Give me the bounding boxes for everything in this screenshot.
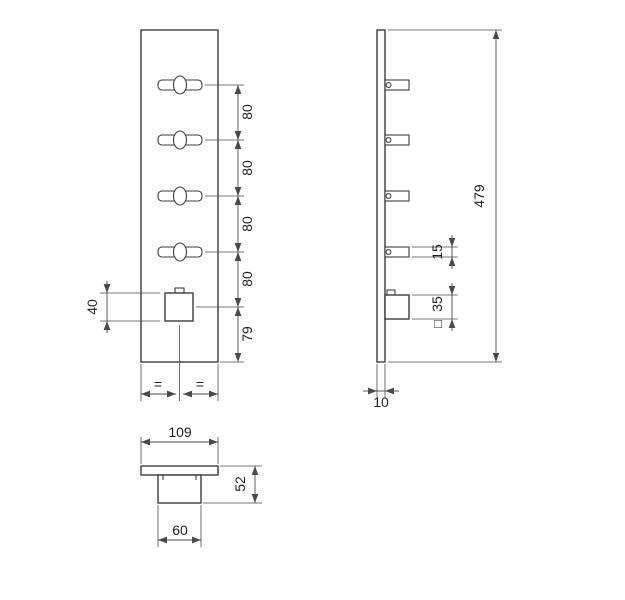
dim-label-spacing-1: 80: [239, 104, 255, 120]
bottom-view: 109 52 60: [140, 424, 262, 547]
bottom-knob: [157, 474, 202, 504]
dim-label-spacing-4: 80: [239, 271, 255, 287]
dim-label-plate-thickness: 10: [373, 394, 389, 410]
front-knob-3: [157, 186, 203, 206]
bottom-plate: [140, 465, 219, 476]
dim-label-button-height: 40: [84, 299, 100, 315]
front-knob-2: [157, 130, 203, 150]
square-profile-symbol: □: [430, 320, 445, 328]
dim-label-total-height: 479: [471, 184, 487, 208]
front-button: [164, 287, 194, 322]
dim-label-spacing-3: 80: [239, 216, 255, 232]
dim-label-knob-width: 60: [172, 522, 188, 538]
dim-plate-thickness: 10: [363, 364, 399, 410]
dim-label-spacing-2: 80: [239, 160, 255, 176]
side-knob-4: [384, 246, 410, 258]
dim-front-button-height: 40: [84, 281, 160, 333]
dim-label-plate-width: 109: [168, 424, 192, 440]
dim-label-bottom-spacing: 79: [239, 326, 255, 342]
dim-label-knob-depth: 52: [232, 476, 248, 492]
dim-knob-depth: 52: [203, 465, 262, 504]
dim-label-button-size: 35: [429, 296, 445, 312]
dim-label-equal-right: =: [196, 376, 204, 392]
front-view: 40 80 80 80 80 79: [84, 29, 255, 401]
dim-label-equal-left: =: [154, 376, 162, 392]
dim-equal-spacing: = =: [140, 325, 219, 401]
side-button: [384, 289, 410, 320]
dim-chain-right: 80 80 80 80 79: [196, 84, 255, 363]
dim-handle-thickness: 15: [412, 235, 458, 269]
side-knob-1: [384, 79, 410, 91]
dim-button-size: 35 □: [412, 283, 458, 331]
side-view: 15 35 □ 479 10: [363, 29, 502, 410]
dim-knob-width: 60: [157, 505, 202, 547]
dim-plate-width: 109: [140, 424, 219, 464]
front-knob-1: [157, 75, 203, 95]
front-knob-4: [157, 242, 203, 262]
dim-total-height: 479: [388, 29, 502, 363]
side-knob-3: [384, 190, 410, 202]
side-plate: [376, 29, 386, 363]
side-knob-2: [384, 134, 410, 146]
dim-label-handle-thickness: 15: [429, 244, 445, 260]
